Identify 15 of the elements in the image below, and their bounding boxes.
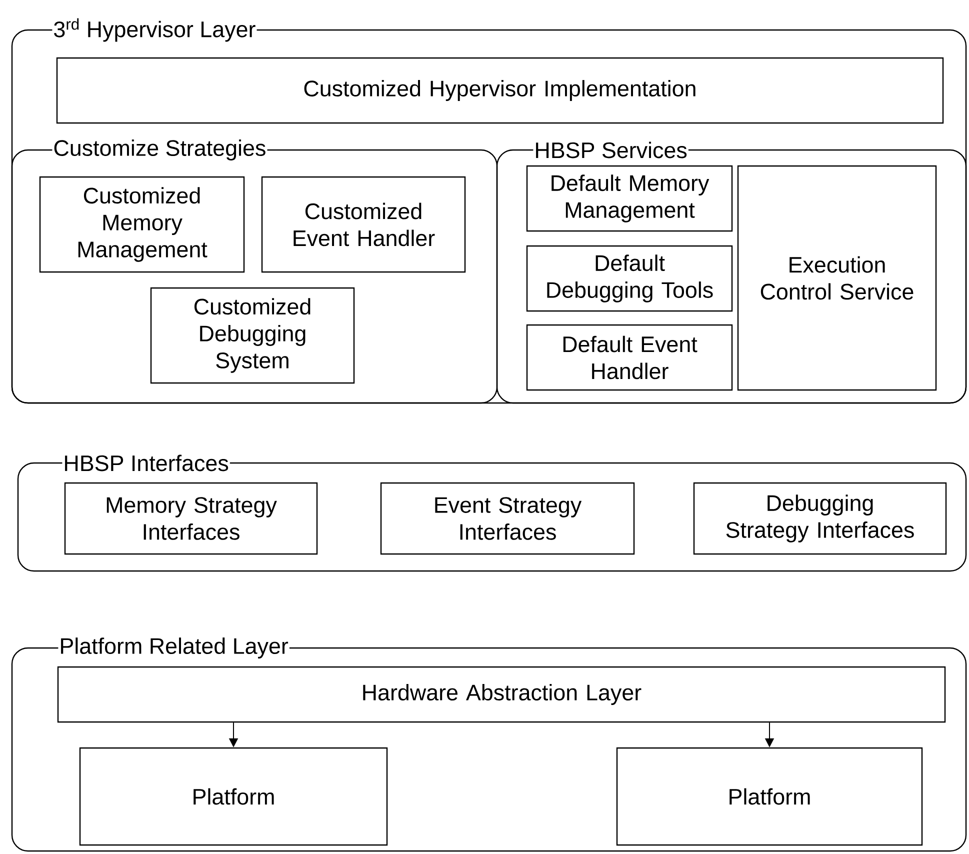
component-box: Customized Event Handler — [261, 176, 466, 273]
component-box: Debugging Strategy Interfaces — [693, 482, 947, 555]
component-box: Memory Strategy Interfaces — [64, 482, 318, 555]
component-box: Default Event Handler — [526, 324, 733, 391]
component-box: Default Debugging Tools — [526, 245, 733, 312]
component-box: Customized Debugging System — [150, 287, 355, 384]
component-box: Hardware Abstraction Layer — [57, 666, 946, 723]
component-box: Customized Hypervisor Implementation — [56, 57, 944, 124]
component-box: Customized Memory Management — [39, 176, 245, 273]
component-box: Execution Control Service — [737, 165, 937, 391]
node-label: rd — [66, 18, 79, 30]
component-box: Platform — [616, 747, 923, 846]
component-box: Event Strategy Interfaces — [380, 482, 635, 555]
component-box: Default Memory Management — [526, 165, 733, 232]
component-box: Platform — [79, 747, 388, 846]
